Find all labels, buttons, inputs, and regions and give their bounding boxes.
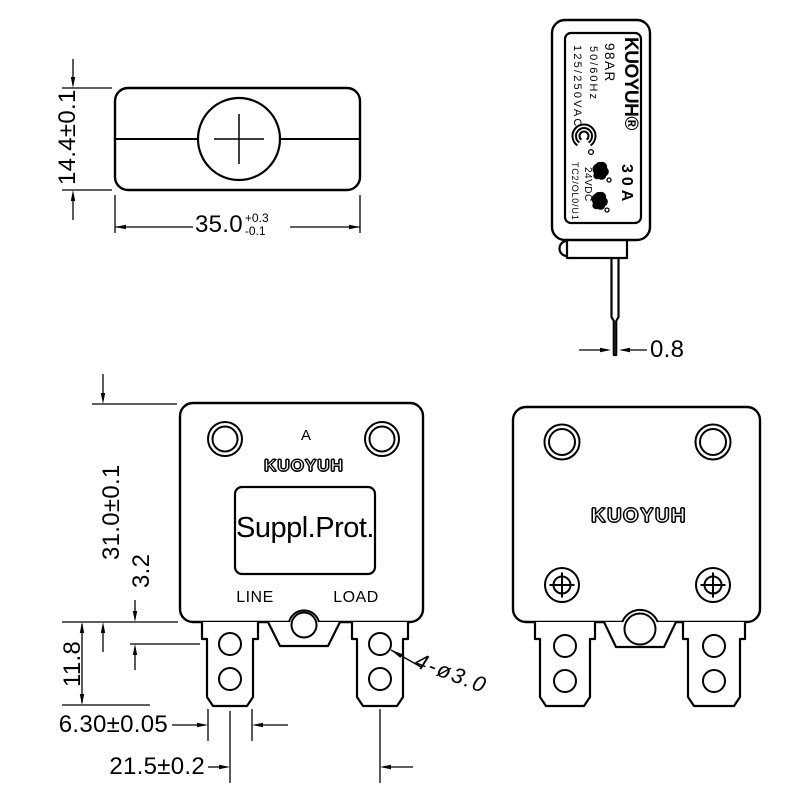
top-height-dimension: 14.4±0.1	[54, 89, 81, 185]
dimension-arrowhead	[100, 393, 106, 404]
front-marking-a: A	[300, 427, 311, 444]
terminal-length-dimension: 11.8	[59, 640, 86, 687]
dimension-arrowhead	[349, 224, 360, 230]
dimension-arrowhead	[79, 622, 85, 633]
rear-mounting-hole-right-outer	[694, 423, 732, 461]
ccc-arc-outer	[571, 123, 597, 147]
screw-head-icon	[544, 567, 580, 603]
leader-arrowhead	[391, 650, 403, 658]
dimension-arrowhead	[600, 347, 611, 353]
screw-outer	[544, 567, 580, 603]
registered-mark-icon	[606, 177, 612, 183]
rear-center-tab-bump-arc	[621, 608, 659, 623]
front-mounting-hole-left-inner	[211, 425, 239, 453]
terminal-hole	[553, 634, 577, 658]
cert-blob	[592, 161, 609, 180]
top-width-tolerance: +0.3 -0.1	[245, 212, 269, 237]
registered-mark-icon	[587, 148, 595, 156]
top-width-dimension: 35.0 +0.3 -0.1	[195, 212, 269, 237]
side-label-model: 98AR	[602, 43, 617, 83]
rear-brand-logo: KUOYUH	[591, 505, 687, 527]
rear-mounting-hole-left-outer	[543, 423, 581, 461]
front-label-window-outline	[233, 485, 377, 576]
rear-mounting-hole-right-inner	[699, 428, 727, 456]
side-view-base-bump	[558, 239, 568, 258]
registered-mark-icon	[604, 207, 610, 213]
certification-mark-icon	[592, 161, 612, 183]
rear-center-tab	[603, 621, 677, 649]
dimension-arrowhead	[100, 622, 106, 633]
ccc-arc-middle	[575, 127, 593, 144]
terminal-hole	[368, 632, 392, 656]
front-view-linework	[62, 374, 425, 783]
dimension-arrowhead	[380, 764, 391, 770]
dimension-arrowhead	[70, 77, 76, 88]
rear-mounting-hole-left-inner	[548, 428, 576, 456]
front-terminal-line	[200, 622, 260, 708]
blade-thickness-dimension: 0.8	[650, 336, 685, 363]
side-view-terminal-blade	[610, 250, 620, 357]
dimension-arrowhead	[252, 722, 263, 728]
terminal-hole	[553, 669, 577, 693]
front-step-dimension: 3.2	[128, 553, 155, 588]
dimension-arrowhead	[619, 347, 630, 353]
side-label-dc-rating: 24VDC	[582, 167, 593, 202]
side-label-file-code: TC2/OL0/U1	[570, 162, 580, 221]
top-view-linework	[62, 59, 362, 233]
side-view-linework	[550, 18, 652, 357]
front-terminal-load	[350, 622, 410, 708]
terminal-hole	[702, 669, 726, 693]
front-height-dimension: 31.0±0.1	[98, 464, 125, 560]
terminal-hole	[368, 667, 392, 691]
terminal-pitch-dimension: 21.5±0.2	[109, 753, 205, 780]
tolerance-plus: +0.3	[244, 211, 269, 225]
cert-blob	[591, 191, 608, 210]
front-mounting-hole-right-outer	[364, 421, 400, 457]
side-label-brand: KUOYUH®	[620, 37, 641, 130]
side-label-current-rating: 30A	[618, 164, 635, 206]
side-view-base-block	[565, 240, 629, 260]
side-view-label-outline	[563, 31, 643, 225]
dimension-arrowhead	[79, 694, 85, 705]
top-width-nominal: 35.0	[195, 211, 243, 238]
terminal-hole	[218, 667, 242, 691]
tolerance-minus: -0.1	[244, 223, 266, 238]
rear-center-tab-hole	[623, 612, 657, 646]
side-label-frequency: 50/60Hz	[587, 46, 599, 101]
dimension-arrowhead	[115, 224, 126, 230]
front-mounting-hole-right-inner	[368, 425, 396, 453]
front-brand-logo: KUOYUH	[264, 456, 344, 475]
terminal-hole	[702, 634, 726, 658]
front-window-text: Suppl.Prot.	[236, 512, 374, 544]
certification-mark-icon	[591, 191, 610, 213]
rear-terminal-right	[681, 622, 747, 708]
ccc-arc-inner	[578, 130, 590, 141]
rear-terminal-left	[533, 622, 597, 708]
front-center-tab-bump-arc	[288, 609, 320, 623]
front-center-tab	[267, 621, 341, 648]
terminal-width-dimension: 6.30±0.05	[58, 711, 168, 738]
front-center-tab-hole	[290, 611, 318, 639]
side-label-ac-rating: 125/250VAC	[571, 45, 583, 129]
dimension-arrowhead	[197, 722, 208, 728]
dimension-arrowhead	[70, 190, 76, 201]
screw-outer	[695, 567, 731, 603]
front-line-label: LINE	[236, 589, 274, 606]
dimension-arrowhead	[132, 611, 138, 622]
dimension-arrowhead	[219, 764, 230, 770]
ccc-certification-icon	[571, 123, 597, 156]
front-load-label: LOAD	[333, 589, 379, 606]
rear-view-linework	[511, 405, 762, 708]
dimension-arrowhead	[132, 644, 138, 655]
front-mounting-hole-left-outer	[207, 421, 243, 457]
terminal-hole	[218, 632, 242, 656]
screw-head-icon	[695, 567, 731, 603]
